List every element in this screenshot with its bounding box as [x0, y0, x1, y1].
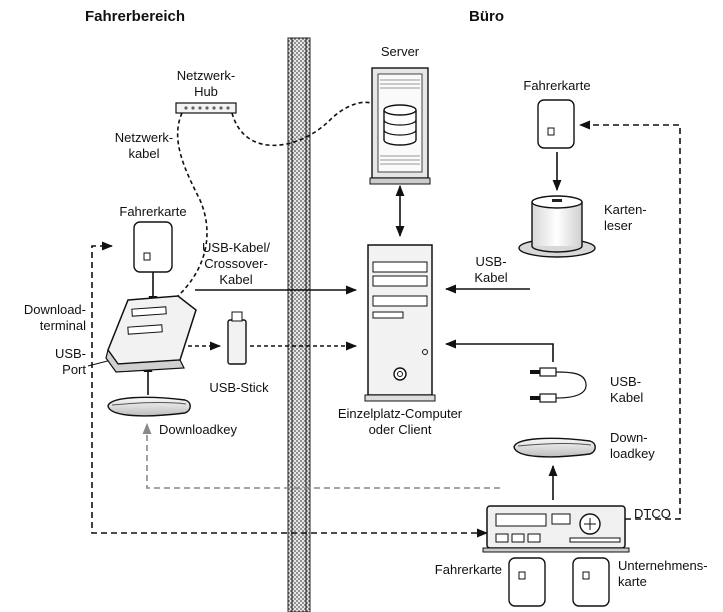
label-usb-cable-reader: USB-Kabel: [474, 254, 508, 285]
label-usb-port: USB-Port: [54, 346, 86, 377]
label-download-terminal: Download-terminal: [23, 302, 86, 333]
network-cable-hub-server: [231, 101, 376, 147]
server-rack: [369, 67, 431, 185]
header-driver-area: Fahrerbereich: [85, 8, 186, 25]
label-dtco: DTCO: [634, 506, 671, 521]
driver-card-bottom: [508, 557, 546, 607]
driver-card-office: [537, 99, 575, 149]
label-downloadkey-right: Down-loadkey: [610, 430, 655, 461]
network-hub: [175, 102, 237, 114]
label-downloadkey-left: Downloadkey: [158, 422, 238, 437]
usb-stick: [227, 311, 247, 365]
label-network-hub: Netzwerk-Hub: [176, 68, 236, 99]
dtco-device: [482, 505, 630, 553]
database-icon: [383, 104, 417, 146]
label-network-cable: Netzwerk-kabel: [114, 130, 174, 161]
label-driver-card-office: Fahrerkarte: [523, 78, 591, 93]
dtco-to-driver-area-dashed: [91, 241, 489, 538]
room-divider-wall: [287, 37, 311, 612]
label-company-card: Unternehmens-karte: [618, 558, 708, 589]
dtco-to-downloadkey-grey-dashed: [142, 422, 500, 489]
label-usb-stick: USB-Stick: [209, 380, 269, 395]
card-reader: [518, 195, 596, 258]
network-cable-hub-terminal: [176, 112, 208, 297]
download-terminal: [105, 295, 197, 373]
company-card-bottom: [572, 557, 610, 607]
usb-cable-to-computer: [444, 339, 554, 362]
label-server: Server: [380, 44, 420, 59]
driver-card-left: [133, 221, 173, 273]
header-office: Büro: [469, 8, 504, 25]
downloadkey-left: [107, 396, 191, 417]
label-card-reader: Karten-leser: [604, 202, 647, 233]
downloadkey-right: [513, 437, 596, 458]
computer-tower: [364, 244, 436, 402]
usb-cable-right: [530, 367, 587, 403]
label-usb-cable-right: USB-Kabel: [610, 374, 644, 405]
label-driver-card-bottom: Fahrerkarte: [434, 562, 502, 577]
label-usb-crossover-cable: USB-Kabel/Crossover-Kabel: [202, 240, 270, 287]
label-driver-card-left: Fahrerkarte: [119, 204, 187, 219]
dtco-to-office-card-dashed: [578, 120, 681, 520]
